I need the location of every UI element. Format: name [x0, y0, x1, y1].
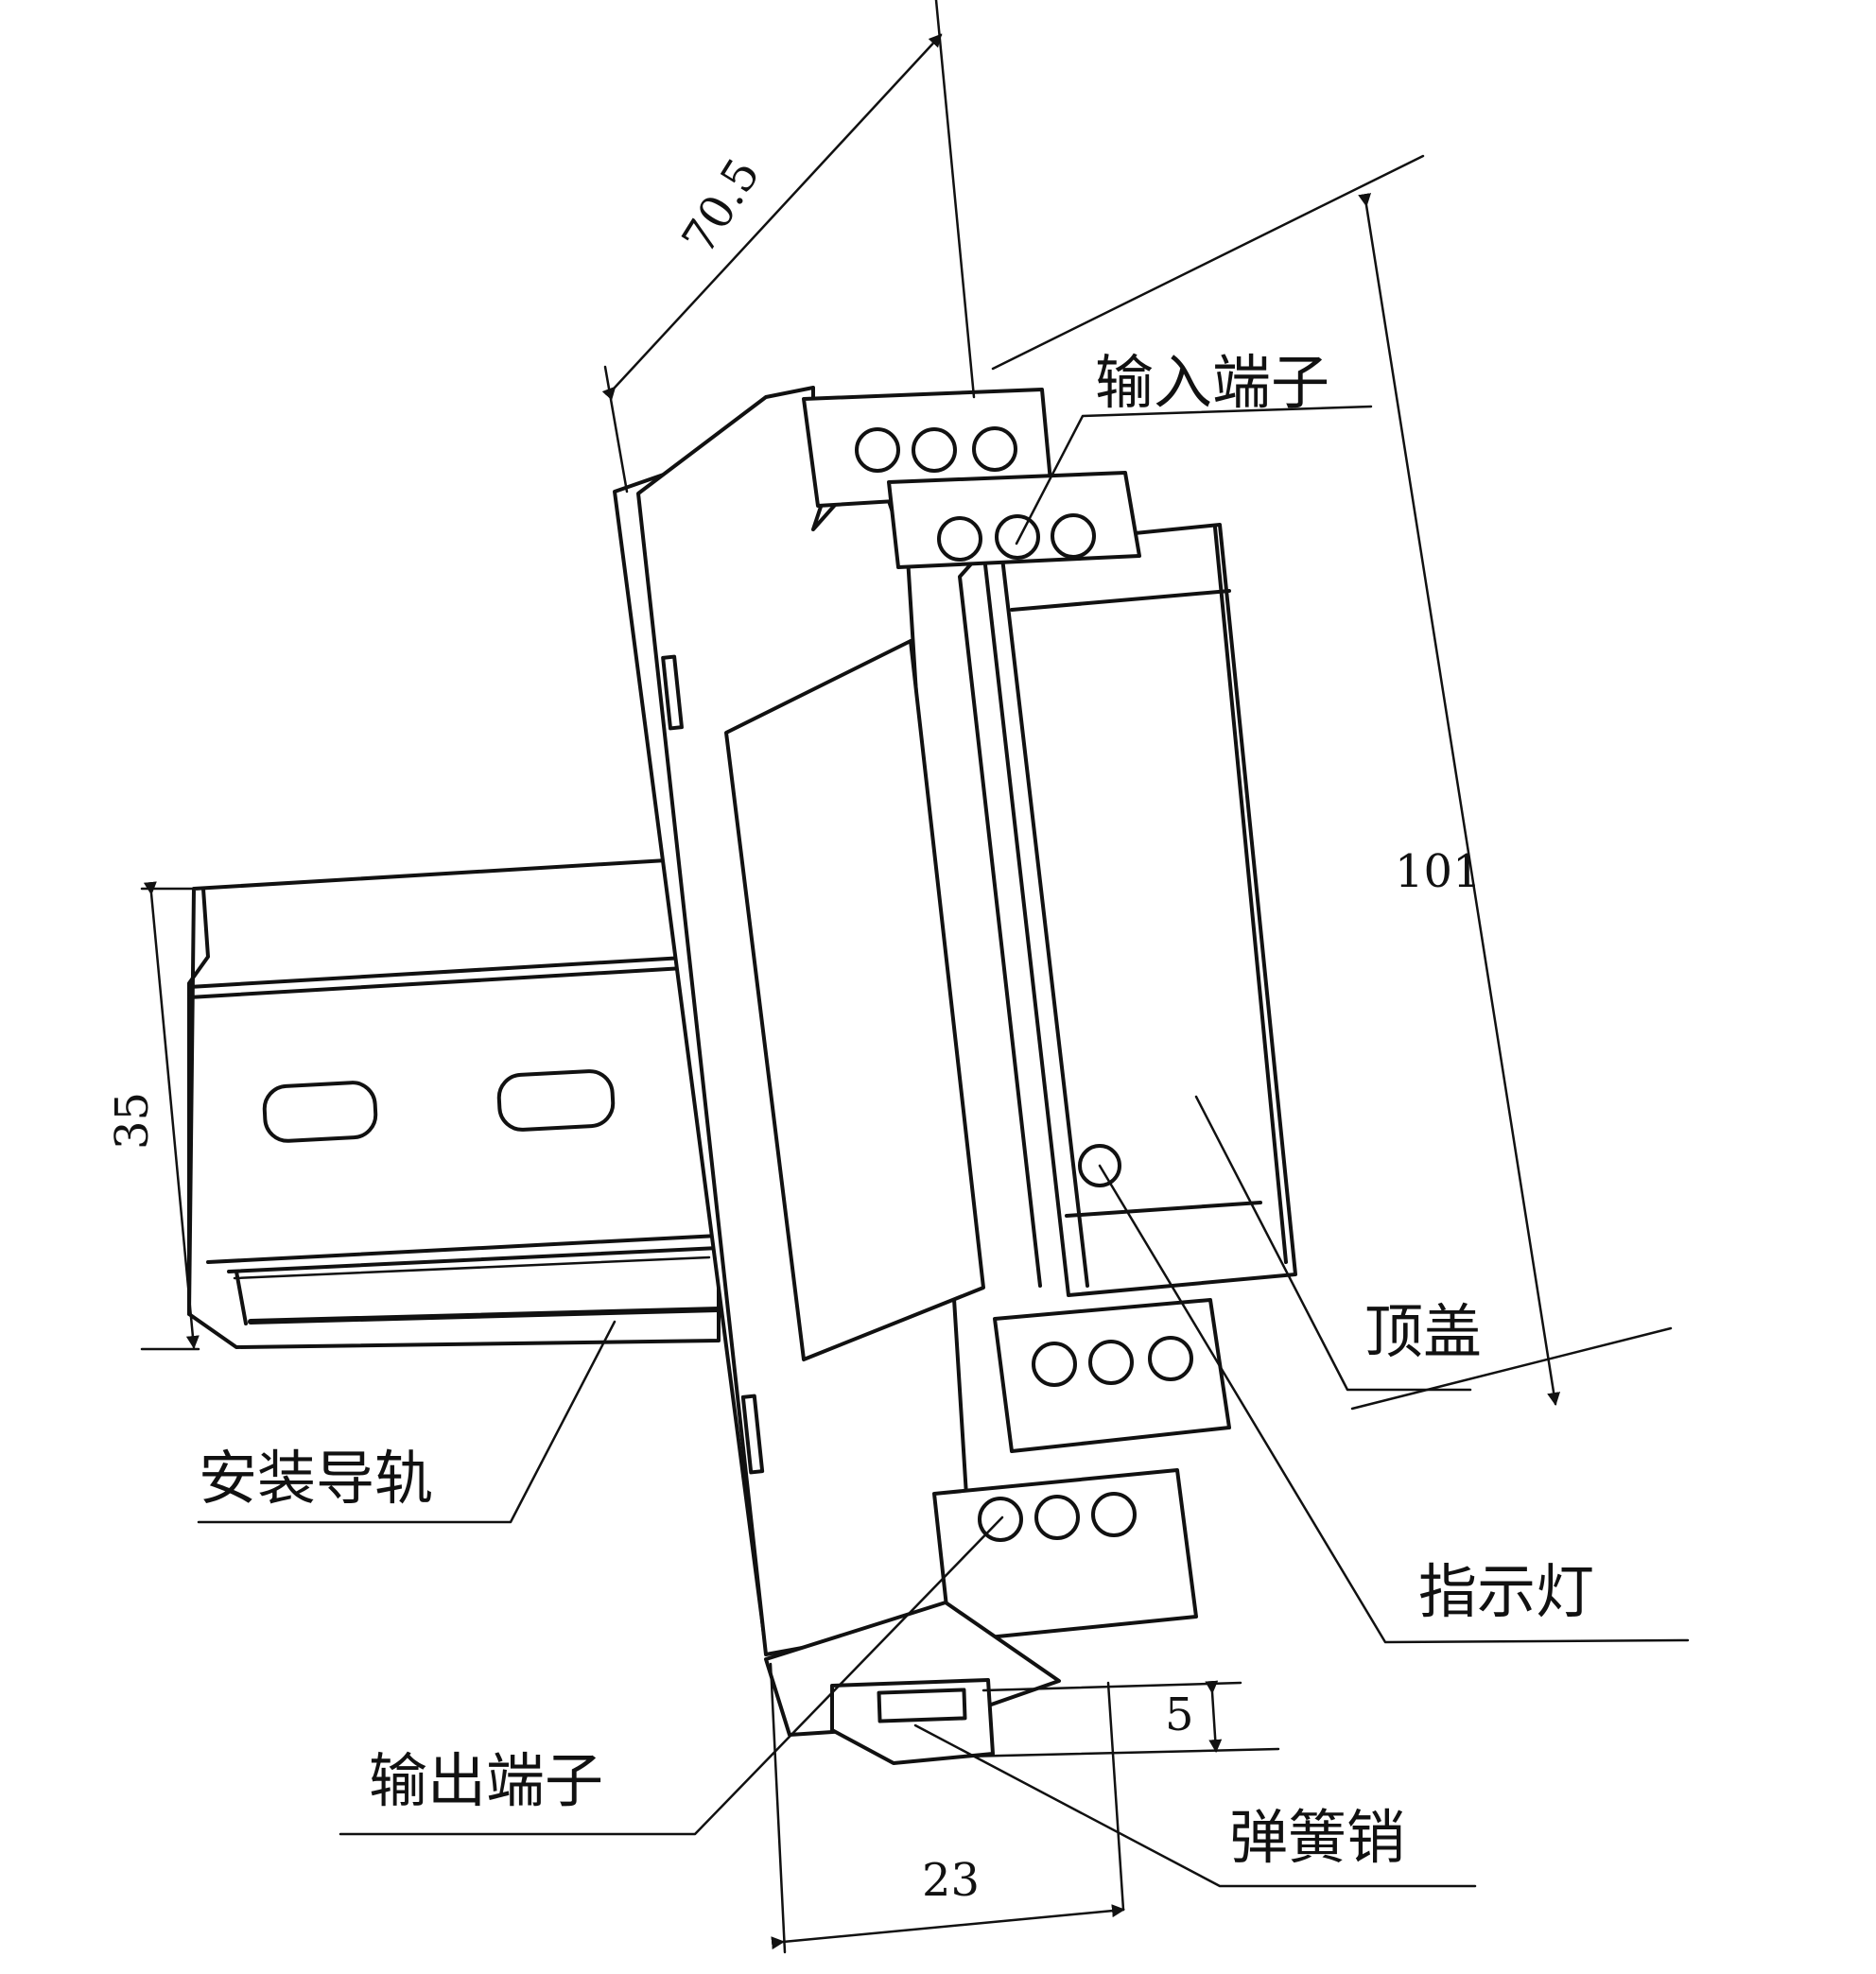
vent-upper: [661, 654, 684, 731]
indicator-label: 指示灯: [1418, 1557, 1594, 1626]
rail-width-dimension: 35: [106, 1092, 159, 1150]
input-terminal-label: 输入端子: [1095, 348, 1329, 417]
depth-dimension: 70.5: [672, 149, 771, 263]
spring-pin-label: 弹簧销: [1229, 1803, 1405, 1872]
vent-lower: [740, 1394, 765, 1475]
dimension-lines: [140, 0, 1673, 1954]
pin-dimension: 5: [1165, 1688, 1194, 1741]
rail-label: 安装导轨: [199, 1444, 433, 1513]
output-terminal-label: 输出端子: [369, 1746, 603, 1815]
top-cover-label: 顶盖: [1364, 1297, 1482, 1366]
rail-slot-left: [262, 1081, 378, 1143]
input-terminal-block: [802, 388, 1141, 569]
module-housing: [613, 386, 1297, 1656]
din-rail: [187, 858, 721, 1349]
output-terminal-block: [764, 1298, 1231, 1765]
leader-lines: [197, 405, 1690, 1888]
spring-pin-slot: [877, 1688, 967, 1723]
indicator-light: [1078, 1144, 1121, 1187]
width-dimension: 23: [922, 1854, 980, 1907]
height-dimension: 101: [1395, 845, 1482, 898]
rail-slot-right: [496, 1069, 616, 1132]
